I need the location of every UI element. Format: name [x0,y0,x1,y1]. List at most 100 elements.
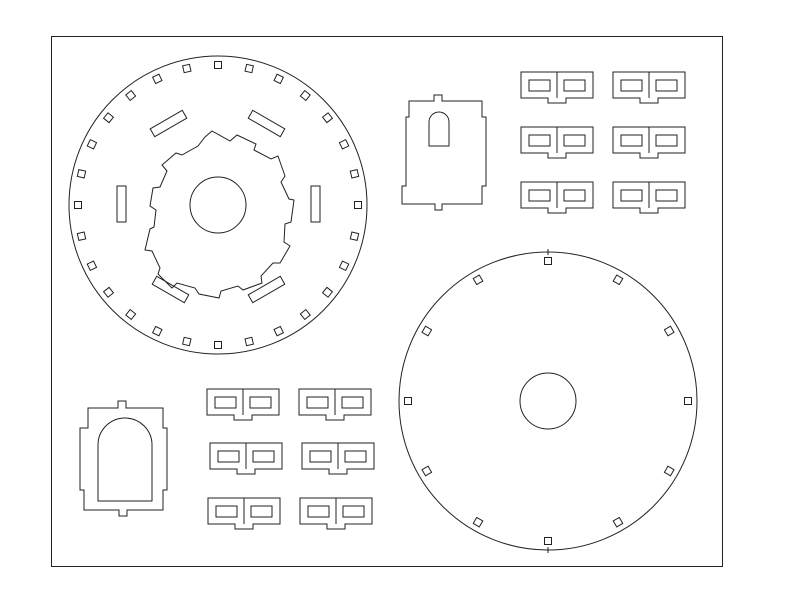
double-window-clip [612,181,686,214]
double-window-clip [520,181,594,214]
gear-square-hole [338,260,350,272]
clip-window-right [563,189,586,202]
large-gear-disc [68,55,368,355]
gear-square-holes [74,61,362,349]
clip-window-right [252,450,275,463]
gear-slot-bottom-left [151,275,190,304]
gear-square-hole [125,89,137,102]
disc-square-hole [421,325,433,337]
clip-outline [301,442,375,475]
gear-square-hole [182,63,192,74]
gear-square-hole [86,138,98,150]
double-window-clip [301,442,375,475]
clip-window-left [306,396,329,409]
gear-slot-bottom-right [247,275,286,304]
clip-outline [612,71,686,104]
clip-window-right [655,79,678,92]
double-window-clip [206,388,280,421]
clip-window-left [214,396,237,409]
large-bracket-outline [79,400,168,517]
gear-square-hole [182,336,192,347]
disc-square-hole [421,465,433,477]
gear-outline [144,130,295,299]
clip-outline [299,497,373,530]
gear-square-hole [76,169,87,179]
disc-square-hole [663,325,675,337]
double-window-clip [520,71,594,104]
clip-window-left [620,79,643,92]
gear-square-hole [338,138,350,150]
gear-square-hole [299,308,311,321]
clip-window-left [307,505,330,518]
small-bracket-window [428,111,450,147]
gear-square-hole [102,286,115,298]
clip-outline [520,181,594,214]
gear-square-hole [299,89,311,102]
gear-slot-right [310,185,321,223]
gear-square-hole [76,231,87,241]
clip-outline [298,388,372,421]
gear-disc-outline [68,55,368,355]
double-window-clips [206,71,686,530]
double-window-clip [612,71,686,104]
clip-window-left [620,189,643,202]
gear-square-hole [273,73,285,85]
gear-square-hole [125,308,137,321]
plain-disc-outline [398,251,698,551]
clip-window-right [563,134,586,147]
disc-square-hole [472,274,484,286]
gear-square-hole [214,341,222,349]
gear-disc-center-hole [189,176,247,234]
clip-outline [520,71,594,104]
clip-window-left [620,134,643,147]
clip-window-right [250,505,273,518]
gear-slot-top-right [247,109,286,138]
clip-outline [206,388,280,421]
large-arched-bracket [79,400,168,517]
clip-outline [520,126,594,159]
gear-square-hole [244,336,254,347]
clip-outline [207,497,281,530]
clip-window-right [344,450,367,463]
gear-square-hole [151,325,163,337]
disc-square-hole [544,257,552,265]
small-bracket-outline [401,94,487,211]
clip-outline [612,126,686,159]
double-window-clip [209,442,283,475]
gear-square-hole [86,260,98,272]
double-window-clip [298,388,372,421]
clip-window-left [217,450,240,463]
plain-disc-center-hole [519,372,577,430]
clip-window-left [528,134,551,147]
gear-square-hole [349,231,360,241]
plain-disc [398,249,698,553]
gear-square-hole [74,201,82,209]
gear-square-hole [273,325,285,337]
clip-outline [209,442,283,475]
gear-slot-top-left [149,109,188,138]
double-window-clip [520,126,594,159]
gear-square-hole [354,201,362,209]
double-window-clip [299,497,373,530]
clip-window-right [342,505,365,518]
gear-square-hole [214,61,222,69]
clip-window-right [563,79,586,92]
clip-window-right [249,396,272,409]
clip-window-left [309,450,332,463]
gear-slot-left [116,185,127,223]
plain-disc-square-holes [404,249,692,553]
disc-square-hole [404,397,412,405]
gear-square-hole [321,112,334,124]
clip-window-left [215,505,238,518]
disc-square-hole [544,537,552,545]
disc-square-hole [684,397,692,405]
double-window-clip [207,497,281,530]
disc-square-hole [472,516,484,528]
clip-window-right [655,189,678,202]
clip-window-right [341,396,364,409]
disc-square-hole [663,465,675,477]
clip-window-left [528,189,551,202]
gear-square-hole [102,112,115,124]
